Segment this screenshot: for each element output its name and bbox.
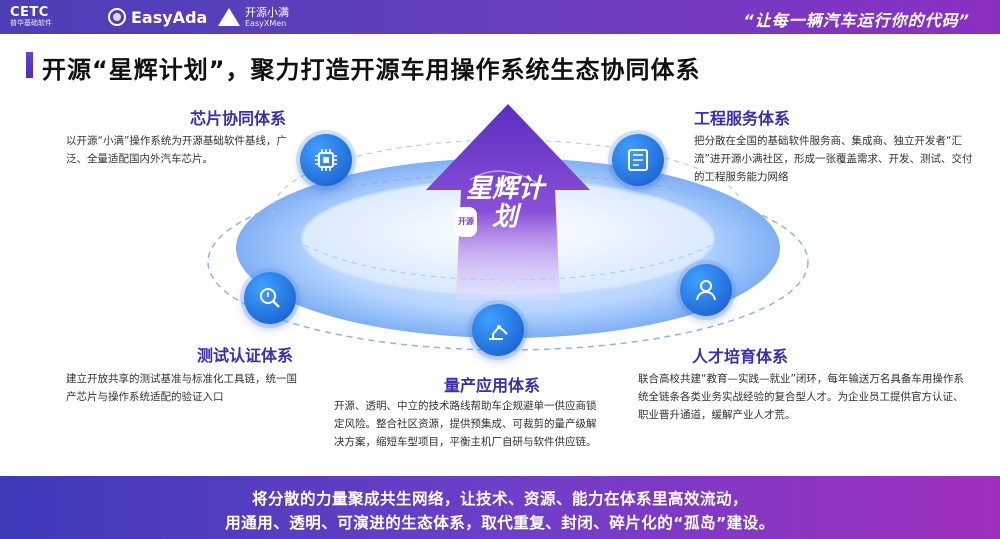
easyxmen-logo-icon [218,8,240,26]
page-title: 开源“星辉计划”，聚力打造开源车用操作系统生态协同体系 [42,56,701,84]
engineering-node[interactable] [612,134,664,186]
production-section-title: 量产应用体系 [444,376,541,395]
chip-icon [315,149,337,171]
star-plan-label: 星辉计划 开源 [455,175,545,237]
engineering-section-title: 工程服务体系 [694,109,791,128]
easyada-logo: EasyAda [108,6,207,28]
test-search-icon [260,288,280,308]
production-node[interactable] [472,304,524,356]
slogan: “让每一辆汽车运行你的代码” [743,11,970,30]
open-source-badge: 开源 [455,207,477,237]
summary-line-1: 将分散的力量聚成共生网络，让技术、资源、能力在体系里高效流动， [251,490,748,508]
arrow-sparkle-path [469,170,541,186]
talent-section-text: 联合高校共建“教育—实践—就业”闭环，每年输送万名具备车用操作系统全链条各类业务… [638,373,964,421]
engineering-section-text: 把分散在全国的基础软件服务商、集成商、独立开发者“汇流”进开源小满社区，形成一张… [694,135,973,183]
production-section-text: 开源、透明、中立的技术路线帮助车企规避单一供应商锁定风险。整合社区资源，提供预集… [334,400,597,448]
testing-section-title: 测试认证体系 [197,346,294,365]
talent-section-title: 人才培育体系 [692,347,789,366]
ecosystem-diagram [207,104,809,351]
easyxmen-logo: 开源小满 EasyXMen [218,6,289,28]
chip-section-title: 芯片协同体系 [190,109,287,128]
top-banner: CETC 普华基础软件 EasyAda 开源小满 EasyXMen “让每一辆汽… [0,0,1000,34]
robot-arm-icon [489,325,508,340]
testing-node[interactable] [244,272,296,324]
summary-banner: 将分散的力量聚成共生网络，让技术、资源、能力在体系里高效流动， 用通用、透明、可… [0,476,1000,539]
chip-section-text: 以开源“小满”操作系统为开源基础软件基线，广泛、全量适配国内外汽车芯片。 [66,135,287,165]
engineering-tools-icon [628,149,648,171]
upward-arrow [426,104,590,300]
summary-line-2: 用通用、透明、可演进的生态体系，取代重复、封闭、碎片化的“孤岛”建设。 [225,514,775,532]
testing-section-text: 建立开放共享的测试基准与标准化工具链，统一国产芯片与操作系统适配的验证入口 [66,373,297,403]
person-icon [696,280,716,301]
title-accent-bar [26,52,33,78]
chip-node[interactable] [300,134,352,186]
cetc-logo: CETC 普华基础软件 [10,4,52,27]
talent-node[interactable] [680,264,732,316]
easyada-logo-icon [108,8,126,26]
